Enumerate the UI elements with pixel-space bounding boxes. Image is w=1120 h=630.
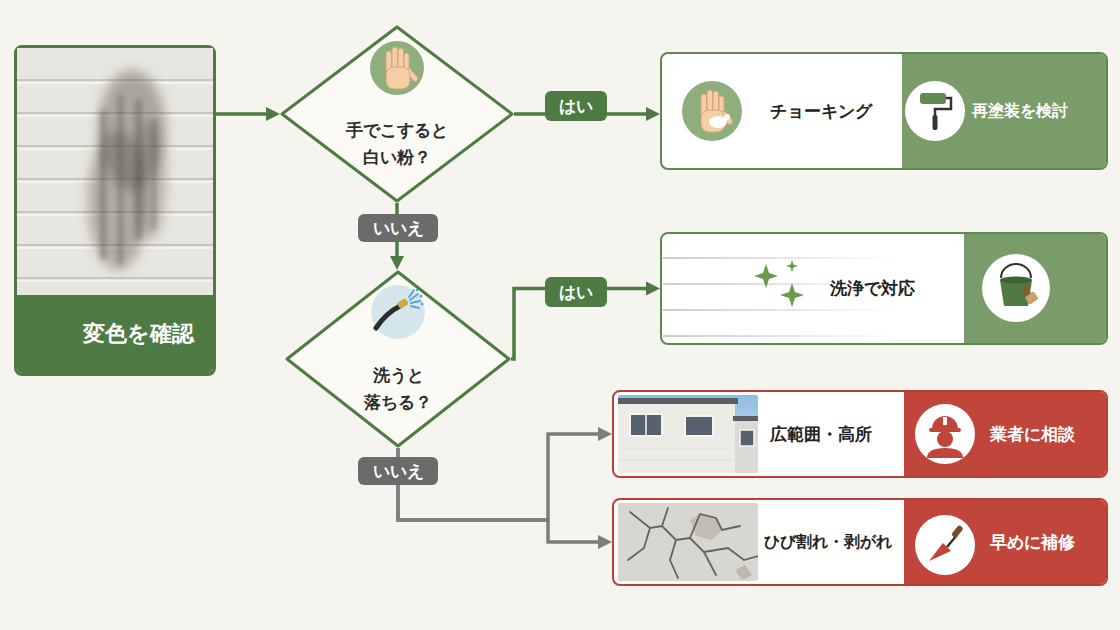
start-label: 変色を確認	[17, 295, 213, 373]
result-box: チョーキング再塗装を検討	[660, 52, 1108, 170]
answer-label: はい	[545, 277, 607, 307]
decision-diamond: 手でこすると 白い粉？	[280, 25, 514, 203]
warning-box: ひび割れ・剥がれ 早めに補修	[612, 498, 1108, 586]
result-text: 広範囲・高所	[770, 392, 900, 476]
action-text: 早めに補修	[990, 500, 1105, 584]
action-panel	[964, 234, 1106, 343]
action-text: 業者に相談	[990, 392, 1105, 476]
warning-box: 広範囲・高所 業者に相談	[612, 390, 1108, 478]
diamond-outline	[285, 270, 511, 448]
decision-diamond: 洗うと 落ちる？	[285, 270, 511, 448]
answer-label: いいえ	[358, 457, 438, 485]
question-text: 洗うと 落ちる？	[343, 362, 453, 416]
flow-connector	[216, 112, 270, 116]
result-text: 洗浄で対応	[830, 234, 950, 343]
diamond-outline	[287, 272, 509, 446]
answer-label: いいえ	[358, 214, 438, 242]
result-text: ひび割れ・剥がれ	[764, 500, 900, 584]
answer-label: はい	[545, 91, 607, 121]
diamond-outline	[280, 25, 514, 203]
start-panel: 変色を確認	[14, 45, 216, 376]
result-box: 洗浄で対応	[660, 232, 1108, 345]
diamond-outline	[282, 27, 512, 201]
result-text: チョーキング	[770, 54, 910, 168]
question-text: 手でこすると 白い粉？	[332, 117, 462, 171]
action-text: 再塗装を検討	[972, 54, 1104, 168]
